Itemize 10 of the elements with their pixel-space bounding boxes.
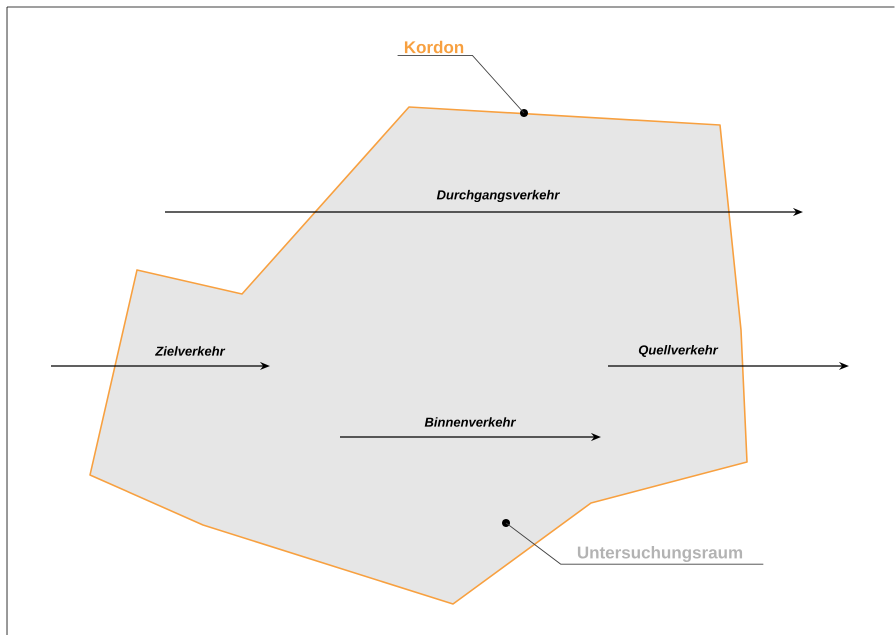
- traffic-label: Durchgangsverkehr: [436, 190, 560, 202]
- area-label: Untersuchungsraum: [578, 546, 742, 562]
- cordon-label: Kordon: [404, 40, 464, 54]
- leader-dot: [502, 519, 510, 527]
- traffic-label: Zielverkehr: [155, 346, 226, 356]
- leader-line: [506, 522, 764, 565]
- traffic-label: Binnenverkehr: [424, 417, 516, 427]
- traffic-label: Quellverkehr: [638, 345, 718, 357]
- leader-dot: [520, 109, 528, 117]
- leader-line: [397, 55, 524, 114]
